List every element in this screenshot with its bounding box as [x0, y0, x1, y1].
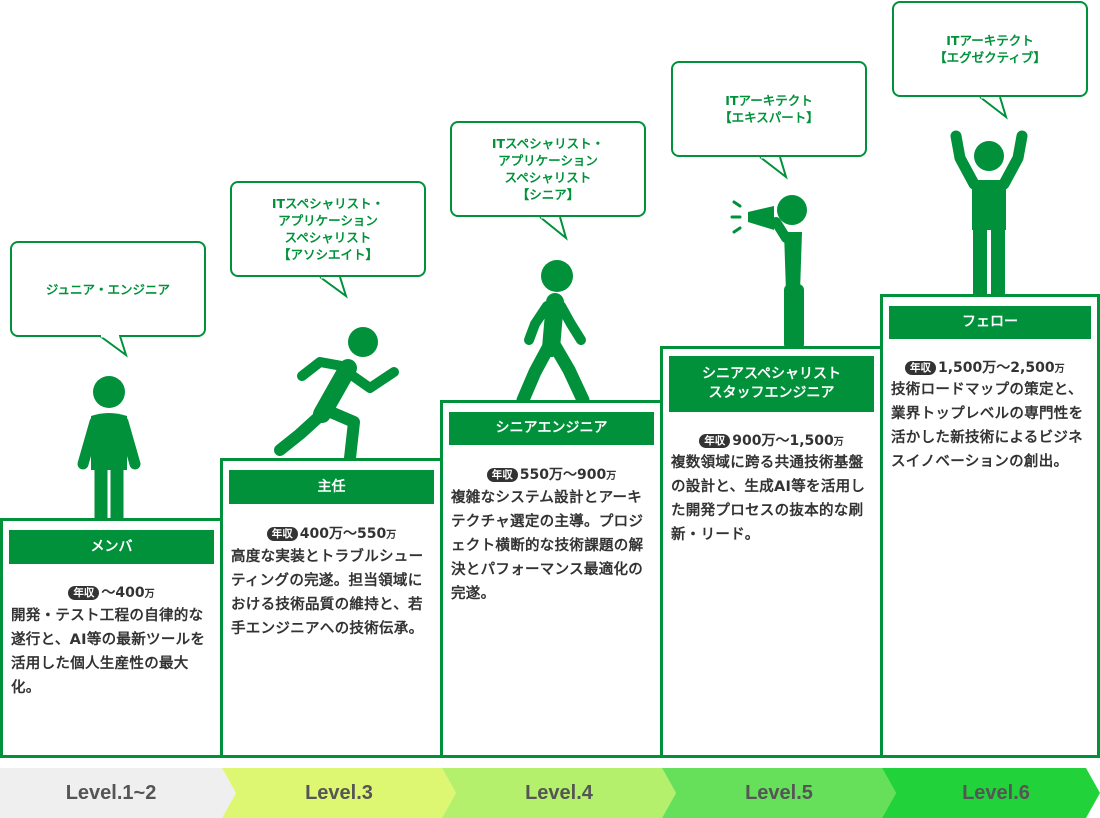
salary-value: 900万〜1,500	[732, 433, 834, 449]
salary-unit: 万	[386, 530, 397, 541]
level-arrow-1	[0, 768, 236, 818]
step-description: 複雑なシステム設計とアーキテクチャ選定の主導。プロジェクト横断的な技術課題の解決…	[451, 490, 644, 602]
salary-range: 年収〜400万	[7, 582, 216, 602]
level-label: Level.6	[962, 781, 1030, 804]
salary-value: 1,500万〜2,500	[938, 360, 1055, 376]
bubble-executive: ITアーキテクト 【エグゼクティブ】	[892, 1, 1088, 97]
salary-unit: 万	[144, 589, 155, 600]
level-arrow-3	[442, 768, 676, 818]
step-title: メンバ	[9, 530, 214, 564]
walking-person-icon	[516, 260, 590, 407]
step-description: 高度な実装とトラブルシューティングの完遂。担当領域における技術品質の維持と、若手…	[231, 549, 424, 637]
salary-unit: 万	[833, 437, 844, 448]
megaphone-person-icon	[730, 195, 807, 350]
level-label: Level.4	[525, 781, 593, 804]
salary-badge: 年収	[68, 586, 100, 600]
salary-unit: 万	[1054, 364, 1065, 375]
step-member: メンバ 年収〜400万 開発・テスト工程の自律的な遂行と、AI等の最新ツールを活…	[0, 518, 223, 758]
arms-raised-person-icon	[950, 130, 1028, 301]
step-description: 技術ロードマップの策定と、業界トップレベルの専門性を活かした新技術によるビジネス…	[891, 382, 1084, 470]
step-title: シニアスペシャリスト スタッフエンジニア	[669, 356, 874, 412]
level-label: Level.3	[305, 781, 373, 804]
running-person-icon	[274, 327, 399, 464]
salary-value: 550万〜900	[519, 467, 607, 483]
salary-badge: 年収	[486, 468, 518, 482]
level-label: Level.5	[745, 781, 813, 804]
level-label: Level.1~2	[65, 781, 157, 804]
salary-badge: 年収	[905, 361, 936, 375]
standing-person-icon	[77, 376, 141, 525]
bubble-associate: ITスペシャリスト・ アプリケーション スペシャリスト 【アソシエイト】	[230, 181, 426, 277]
bubble-senior: ITスペシャリスト・ アプリケーション スペシャリスト 【シニア】	[450, 121, 646, 217]
bubble-expert: ITアーキテクト 【エキスパート】	[671, 61, 867, 157]
bubble-junior-engineer: ジュニア・エンジニア	[10, 241, 206, 337]
level-bar: Level.1~2 Level.3 Level.4 Level.5 Level.…	[0, 768, 1100, 818]
step-description: 複数領域に跨る共通技術基盤の設計と、生成AI等を活用した開発プロセスの抜本的な刷…	[671, 455, 866, 543]
step-description: 開発・テスト工程の自律的な遂行と、AI等の最新ツールを活用した個人生産性の最大化…	[11, 608, 206, 696]
level-arrows	[0, 768, 1100, 818]
level-arrow-2	[222, 768, 456, 818]
step-title: フェロー	[889, 306, 1091, 339]
level-arrow-4	[662, 768, 896, 818]
salary-unit: 万	[606, 471, 617, 482]
salary-badge: 年収	[699, 434, 731, 448]
step-title: シニアエンジニア	[449, 412, 654, 445]
salary-badge: 年収	[266, 527, 298, 541]
salary-value: 400万〜550	[299, 526, 387, 542]
level-arrow-5	[882, 768, 1100, 818]
salary-value: 〜400	[101, 585, 145, 601]
step-title: 主任	[229, 470, 434, 504]
